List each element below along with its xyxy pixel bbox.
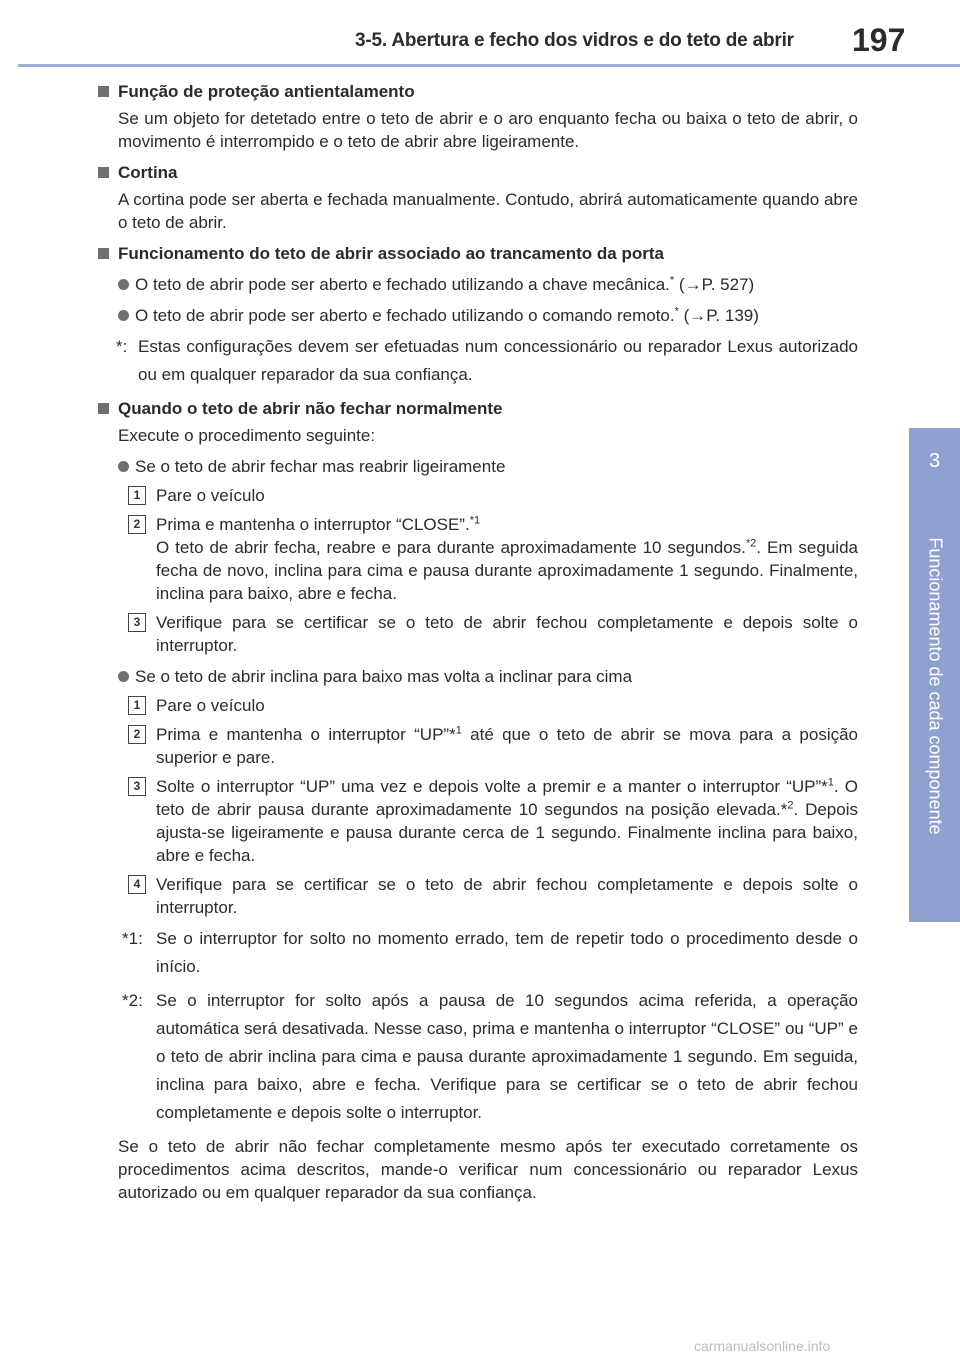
- step-item: 3 Solte o interruptor “UP” uma vez e dep…: [98, 775, 858, 867]
- section-title: 3-5. Abertura e fecho dos vidros e do te…: [355, 30, 794, 51]
- footnote: *: Estas configurações devem ser efetuad…: [116, 337, 858, 384]
- footnote: *2: Se o interruptor for solto após a pa…: [122, 991, 858, 1122]
- chapter-title: Funcionamento de cada componente: [925, 537, 946, 835]
- bullet-item: O teto de abrir pode ser aberto e fechad…: [98, 273, 858, 296]
- chapter-number: 3: [928, 450, 941, 472]
- paragraph: Se um objeto for detetado entre o teto d…: [118, 109, 858, 151]
- closing-paragraph: Se o teto de abrir não fechar completame…: [118, 1137, 858, 1202]
- header-divider: [18, 64, 960, 67]
- square-bullet-icon: [98, 248, 109, 259]
- round-bullet-icon: [118, 279, 129, 290]
- page-header: 3-5. Abertura e fecho dos vidros e do te…: [0, 0, 960, 67]
- step-item: 1 Pare o veículo: [98, 694, 858, 717]
- section-heading: Quando o teto de abrir não fechar normal…: [98, 397, 858, 420]
- step-item: 2 Prima e mantenha o interruptor “CLOSE”…: [98, 513, 858, 605]
- bullet-item: Se o teto de abrir inclina para baixo ma…: [98, 665, 858, 688]
- bullet-item: O teto de abrir pode ser aberto e fechad…: [98, 304, 858, 327]
- section-heading: Função de proteção antientalamento: [98, 80, 858, 103]
- section-heading: Cortina: [98, 161, 858, 184]
- section-heading: Funcionamento do teto de abrir associado…: [98, 242, 858, 265]
- paragraph: A cortina pode ser aberta e fechada manu…: [118, 190, 858, 232]
- chapter-strip: [909, 510, 960, 922]
- step-number: 2: [128, 725, 146, 744]
- watermark: carmanualsonline.info: [694, 1338, 831, 1354]
- page-reference: (→P. 139): [683, 306, 759, 325]
- round-bullet-icon: [118, 671, 129, 682]
- step-item: 4 Verifique para se certificar se o teto…: [98, 873, 858, 919]
- step-number: 3: [128, 613, 146, 632]
- step-number: 2: [128, 515, 146, 534]
- square-bullet-icon: [98, 167, 109, 178]
- page-number: 197: [852, 22, 906, 58]
- square-bullet-icon: [98, 86, 109, 97]
- round-bullet-icon: [118, 310, 129, 321]
- footnote: *1: Se o interruptor for solto no moment…: [122, 929, 858, 976]
- step-item: 2 Prima e mantenha o interruptor “UP”*1 …: [98, 723, 858, 769]
- step-item: 3 Verifique para se certificar se o teto…: [98, 611, 858, 657]
- step-number: 1: [128, 486, 146, 505]
- paragraph: Execute o procedimento seguinte:: [118, 426, 376, 445]
- step-number: 1: [128, 696, 146, 715]
- page-reference: (→P. 527): [678, 275, 755, 294]
- step-number: 4: [128, 875, 146, 894]
- square-bullet-icon: [98, 403, 109, 414]
- round-bullet-icon: [118, 461, 129, 472]
- bullet-item: Se o teto de abrir fechar mas reabrir li…: [98, 455, 858, 478]
- page-content: Função de proteção antientalamento Se um…: [98, 80, 858, 1204]
- step-item: 1 Pare o veículo: [98, 484, 858, 507]
- chapter-tab: 3: [909, 428, 960, 510]
- step-number: 3: [128, 777, 146, 796]
